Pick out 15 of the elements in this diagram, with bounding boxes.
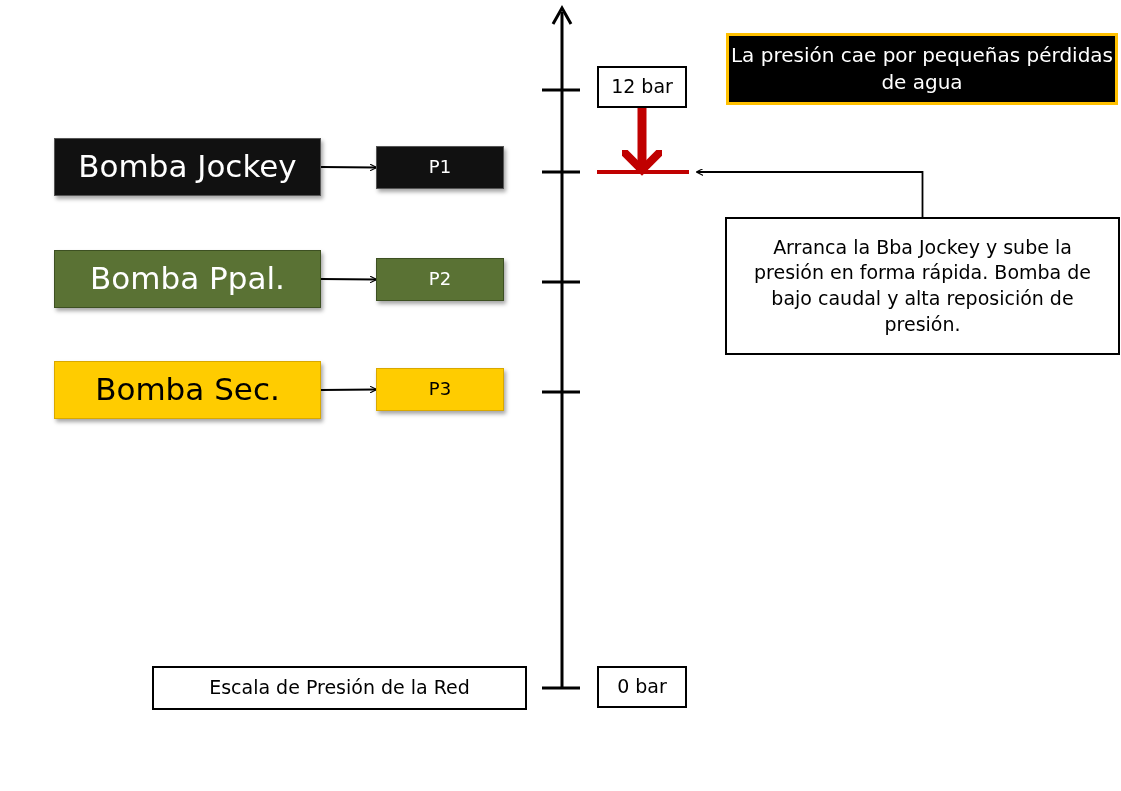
arrow [320,275,378,284]
pump-box: Bomba Ppal. [54,250,321,308]
scale-value-box: 0 bar [597,666,687,708]
description-box: Arranca la Bba Jockey y sube la presión en forma rápida. Bomba de bajo caudal y alta reposición de presión. [725,217,1120,355]
note-box: La presión cae por pequeñas pérdidas de agua [726,33,1118,105]
arrow [320,385,378,394]
pressure-box: P2 [376,258,504,301]
pressure-box: P1 [376,146,504,189]
arrow [320,163,378,172]
scale-title-box: Escala de Presión de la Red [152,666,527,710]
arrow [695,167,924,218]
pump-box: Bomba Sec. [54,361,321,419]
pump-box: Bomba Jockey [54,138,321,196]
scale-value-box: 12 bar [597,66,687,108]
pressure-box: P3 [376,368,504,411]
